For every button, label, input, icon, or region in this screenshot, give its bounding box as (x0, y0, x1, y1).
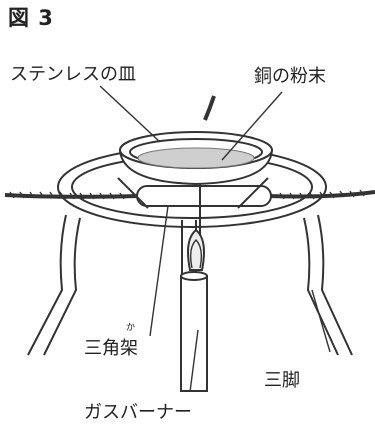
leader-tripod (311, 289, 331, 353)
label-gas-burner: ガスバーナー (84, 402, 192, 423)
label-triangle-ruby: か (126, 323, 136, 333)
triangle-support-left (117, 177, 149, 209)
leader-stainless-dish (99, 85, 161, 143)
tripod-leg-left-inner (43, 217, 81, 356)
triangle-wire-right (267, 190, 375, 199)
leader-triangle (149, 205, 169, 337)
label-stainless-dish: ステンレスの皿 (10, 64, 136, 85)
gas-burner-flame (187, 228, 205, 271)
gas-burner-flame-inner (189, 239, 203, 269)
leader-gas-burner (189, 329, 199, 393)
triangle-wire-back (203, 95, 216, 121)
label-copper-powder: 銅の粉末 (254, 66, 326, 87)
triangle-support-right (237, 177, 269, 209)
leader-copper-powder (221, 91, 283, 161)
gas-burner-top (180, 271, 208, 281)
label-tripod: 三脚 (264, 370, 300, 391)
gas-burner-body (180, 275, 208, 392)
copper-powder (137, 147, 255, 169)
label-triangle: 三角架 (84, 338, 138, 359)
figure-title: 図 3 (8, 6, 54, 30)
tripod-leg-right-inner (303, 217, 339, 356)
tripod-leg-left (27, 214, 67, 356)
triangle-wire-hatch (9, 189, 365, 200)
tripod-leg-right (317, 214, 353, 356)
